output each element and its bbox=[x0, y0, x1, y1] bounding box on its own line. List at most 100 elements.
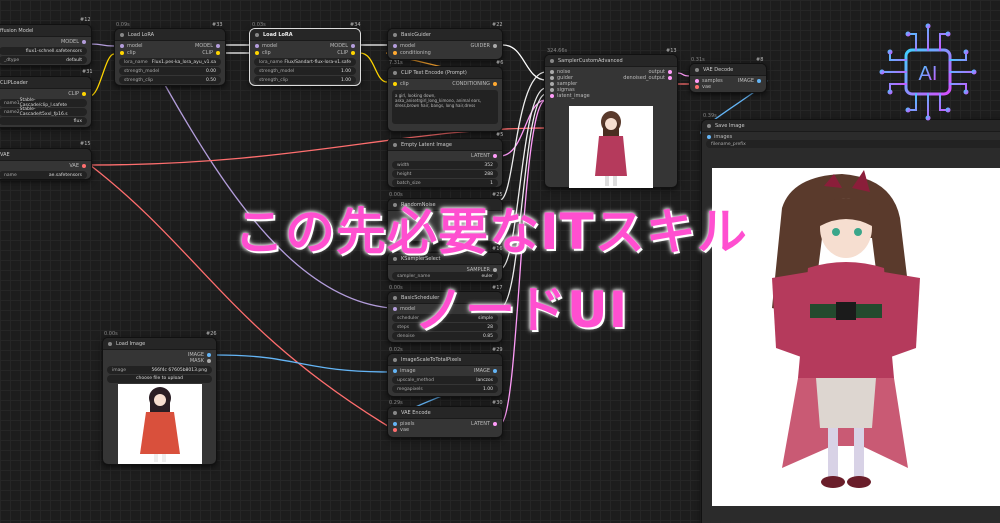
headline-line1: この先必要なITスキル bbox=[234, 203, 748, 261]
clip-output-pin[interactable] bbox=[216, 50, 220, 55]
choose-file-button[interactable]: choose file to upload bbox=[107, 375, 212, 383]
node-id: #15 bbox=[80, 141, 91, 147]
collapse-dot-icon[interactable] bbox=[393, 295, 397, 300]
model-output-pin[interactable] bbox=[351, 43, 355, 48]
input-image-preview bbox=[118, 384, 202, 464]
clip-output-pin[interactable] bbox=[82, 91, 86, 96]
guider-output-pin[interactable] bbox=[493, 43, 497, 48]
image-output-pin[interactable] bbox=[757, 78, 761, 83]
collapse-dot-icon[interactable] bbox=[393, 32, 397, 37]
diffusion-model-node[interactable]: ffusion Model MODEL flux1-schnell.safete… bbox=[0, 24, 92, 66]
output-pin[interactable] bbox=[668, 69, 672, 74]
anime-girl-large-icon bbox=[772, 170, 920, 488]
collapse-dot-icon[interactable] bbox=[393, 410, 397, 415]
prompt-textarea[interactable]: a girl, looking down, aska_anisetrgirl_l… bbox=[392, 90, 498, 124]
collapse-dot-icon[interactable] bbox=[108, 341, 112, 346]
mask-output-pin[interactable] bbox=[207, 358, 211, 363]
model-input-pin[interactable] bbox=[255, 43, 259, 48]
sigmas-output-pin[interactable] bbox=[493, 306, 497, 311]
collapse-dot-icon[interactable] bbox=[255, 32, 259, 37]
collapse-dot-icon[interactable] bbox=[695, 67, 699, 72]
latent-image-input-pin[interactable] bbox=[550, 93, 554, 98]
samples-input-pin[interactable] bbox=[695, 78, 699, 83]
conditioning-input-pin[interactable] bbox=[393, 50, 397, 55]
collapse-dot-icon[interactable] bbox=[120, 32, 124, 37]
collapse-dot-icon[interactable] bbox=[393, 357, 397, 362]
node-title: CLIP Text Encode (Prompt) bbox=[401, 69, 467, 76]
pixels-input-pin[interactable] bbox=[393, 421, 397, 426]
model-output-pin[interactable] bbox=[82, 39, 86, 44]
clip-type-widget[interactable]: flux bbox=[0, 117, 87, 125]
clip-input-pin[interactable] bbox=[255, 50, 259, 55]
denoised-output-pin[interactable] bbox=[668, 75, 672, 80]
vae-input-pin[interactable] bbox=[393, 427, 397, 432]
clip-output-pin[interactable] bbox=[351, 50, 355, 55]
node-title: BasicGuider bbox=[401, 31, 431, 38]
image-input-pin[interactable] bbox=[393, 368, 397, 373]
model-output-pin[interactable] bbox=[216, 43, 220, 48]
image-output-pin[interactable] bbox=[207, 352, 211, 357]
model-input-pin[interactable] bbox=[393, 306, 397, 311]
latent-output-pin[interactable] bbox=[493, 153, 497, 158]
sigmas-input-pin[interactable] bbox=[550, 87, 554, 92]
collapse-dot-icon[interactable] bbox=[393, 142, 397, 147]
node-id: #12 bbox=[80, 17, 91, 23]
collapse-dot-icon[interactable] bbox=[707, 123, 711, 128]
guider-input-pin[interactable] bbox=[550, 75, 554, 80]
vae-input-pin[interactable] bbox=[695, 84, 699, 89]
model-input-pin[interactable] bbox=[393, 43, 397, 48]
exec-time: 324.66s bbox=[547, 48, 568, 54]
sampler-input-pin[interactable] bbox=[550, 81, 554, 86]
clip-input-pin[interactable] bbox=[393, 81, 397, 86]
random-noise-node[interactable]: RandomNoise bbox=[387, 198, 503, 242]
clip-input-pin[interactable] bbox=[120, 50, 124, 55]
collapse-dot-icon[interactable] bbox=[393, 256, 397, 261]
conditioning-output-pin[interactable] bbox=[493, 81, 497, 86]
collapse-dot-icon[interactable] bbox=[550, 58, 554, 63]
filename-prefix-widget[interactable]: filename_prefix bbox=[706, 140, 1000, 148]
sampler-output-pin[interactable] bbox=[493, 267, 497, 272]
model-input-pin[interactable] bbox=[120, 43, 124, 48]
vae-output-pin[interactable] bbox=[82, 163, 86, 168]
image-output-pin[interactable] bbox=[493, 368, 497, 373]
noise-input-pin[interactable] bbox=[550, 69, 554, 74]
collapse-dot-icon[interactable] bbox=[393, 202, 397, 207]
unet-name-widget[interactable]: flux1-schnell.safetensors bbox=[0, 47, 87, 55]
images-input-pin[interactable] bbox=[707, 134, 711, 139]
node-title: ffusion Model bbox=[0, 27, 34, 34]
collapse-dot-icon[interactable] bbox=[393, 70, 397, 75]
latent-output-pin[interactable] bbox=[493, 421, 497, 426]
